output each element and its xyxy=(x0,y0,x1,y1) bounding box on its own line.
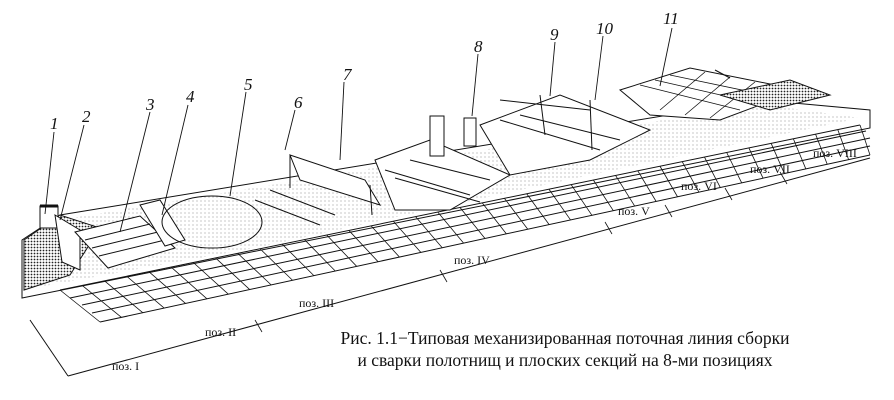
rail-tie xyxy=(237,253,272,286)
rail-tie xyxy=(148,271,186,304)
rail-tie xyxy=(393,220,422,253)
callout-leaders xyxy=(44,27,673,233)
rail-tie xyxy=(726,152,743,184)
plate-ellipse-5 xyxy=(161,195,263,249)
rail-tie xyxy=(815,134,828,165)
caption-line-2: и сварки полотнищ и плоских секций на 8-… xyxy=(357,350,773,370)
callout-4: 4 xyxy=(186,87,195,106)
rail-tie xyxy=(215,257,250,290)
rail-tie xyxy=(748,147,764,179)
position-label-3: поз. III xyxy=(299,296,334,310)
rail-tie xyxy=(659,166,678,197)
rail-tie xyxy=(859,124,871,156)
callout-2: 2 xyxy=(82,107,91,126)
rail-tie xyxy=(326,234,357,267)
callout-5: 5 xyxy=(244,75,253,94)
callout-11: 11 xyxy=(663,9,679,28)
rail-tie xyxy=(459,207,486,239)
rail-tie xyxy=(615,175,636,207)
position-label-1: поз. I xyxy=(112,359,139,373)
rail-tie xyxy=(481,202,507,235)
rail-tie xyxy=(837,129,849,160)
rail-tie xyxy=(792,138,807,170)
rail-tie xyxy=(504,198,529,230)
gantry-9-10 xyxy=(479,94,652,176)
rail-tie xyxy=(592,179,614,211)
rail-tie xyxy=(370,225,400,258)
rail-tie xyxy=(637,170,657,202)
callout-9: 9 xyxy=(550,25,559,44)
grid-table-11 xyxy=(618,67,832,121)
callout-8: 8 xyxy=(474,37,483,56)
rail-tie xyxy=(193,262,229,295)
callout-7: 7 xyxy=(343,65,353,84)
rail-tie xyxy=(59,289,101,323)
rail-line xyxy=(69,130,867,299)
rail-tie xyxy=(415,216,443,249)
position-label-4: поз. IV xyxy=(454,253,490,267)
rail-tie xyxy=(126,275,165,309)
rail-tie xyxy=(437,211,464,244)
dimension-line xyxy=(67,157,871,377)
rail-tie xyxy=(81,285,122,318)
caption-line-1: Рис. 1.1−Типовая механизированная поточн… xyxy=(340,328,790,348)
rail-line xyxy=(91,145,871,314)
position-labels: поз. I поз. II поз. III поз. IV поз. V п… xyxy=(112,146,857,373)
gantry-6-7 xyxy=(254,154,382,226)
callout-numbers: 1 2 3 4 5 6 7 8 9 10 11 xyxy=(50,9,679,133)
rail-tie xyxy=(770,143,785,174)
position-label-2: поз. II xyxy=(205,325,236,339)
rail-tie xyxy=(548,188,571,221)
rail-tie xyxy=(570,184,593,216)
rail-tie xyxy=(681,161,700,193)
rail-tie xyxy=(104,280,144,314)
callout-6: 6 xyxy=(294,93,303,112)
rail-tie xyxy=(348,230,379,262)
position-label-8: поз. VIII xyxy=(813,146,857,160)
position-label-6: поз. VI xyxy=(681,179,717,193)
position-label-7: поз. VII xyxy=(750,162,790,176)
rail-line xyxy=(81,137,871,306)
rail-tie xyxy=(526,193,550,225)
position-label-5: поз. V xyxy=(618,204,650,218)
callout-1: 1 xyxy=(50,114,59,133)
rail-tie xyxy=(304,239,336,272)
rail-ties xyxy=(59,124,871,323)
assembly-bed-8 xyxy=(374,115,512,211)
rail-tie xyxy=(259,248,293,281)
callout-3: 3 xyxy=(145,95,155,114)
rail-tie xyxy=(281,243,315,276)
rail-tie xyxy=(170,266,208,300)
callout-10: 10 xyxy=(596,19,614,38)
figure-caption: Рис. 1.1−Типовая механизированная поточн… xyxy=(250,327,880,371)
rail-tie xyxy=(704,156,721,188)
